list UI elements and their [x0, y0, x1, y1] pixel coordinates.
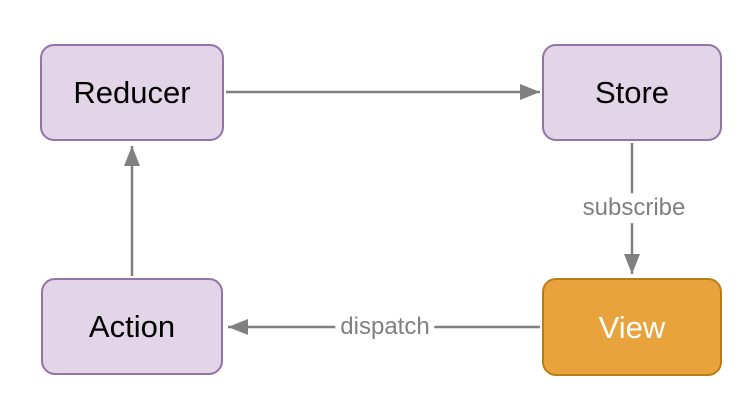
node-reducer-label: Reducer — [73, 75, 191, 110]
node-store-label: Store — [594, 75, 670, 110]
edge-label-subscribe: subscribe — [577, 193, 691, 223]
node-view[interactable]: View — [542, 278, 722, 376]
node-action-label: Action — [88, 309, 176, 344]
node-store[interactable]: Store — [542, 44, 722, 141]
node-view-label: View — [598, 309, 666, 345]
edge-label-dispatch: dispatch — [335, 312, 435, 342]
node-reducer[interactable]: Reducer — [40, 44, 224, 141]
node-action[interactable]: Action — [41, 278, 223, 375]
